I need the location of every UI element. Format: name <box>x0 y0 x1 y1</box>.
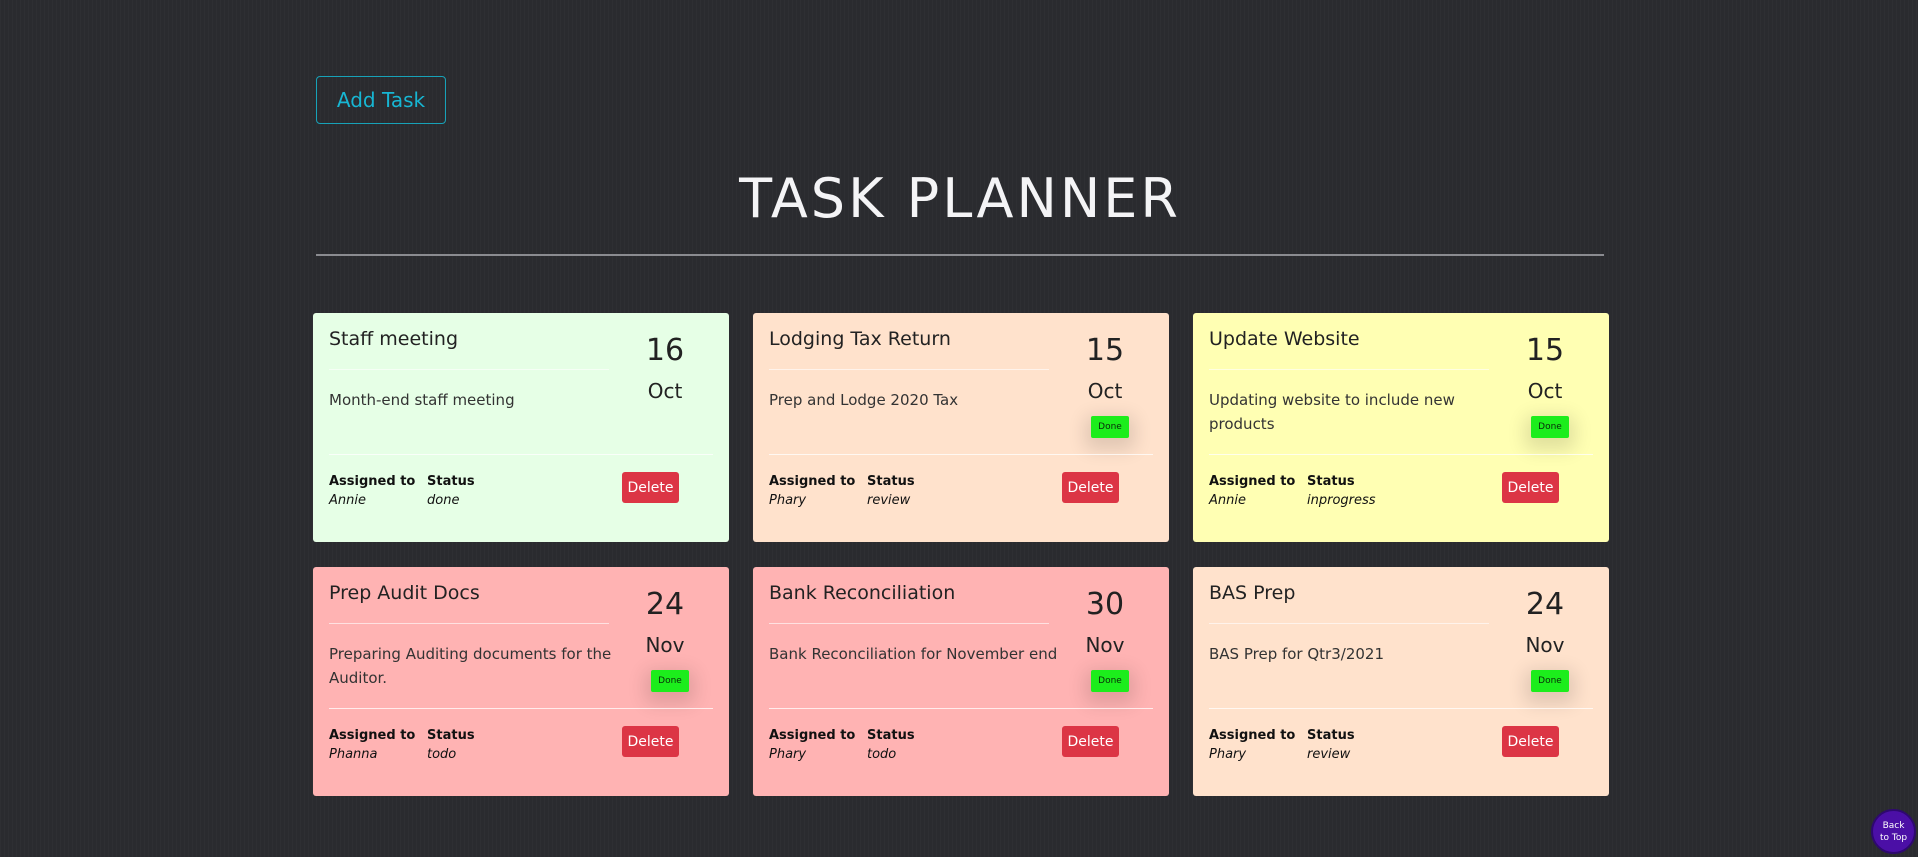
done-button[interactable]: Done <box>1531 670 1569 692</box>
assigned-to-label: Assigned to <box>769 728 856 743</box>
due-date: 15 Oct <box>1073 331 1137 406</box>
task-description: Month-end staff meeting <box>329 391 515 409</box>
task-card-bas-prep: BAS Prep BAS Prep for Qtr3/2021 24 Nov D… <box>1193 567 1609 796</box>
task-card-staff-meeting: Staff meeting Month-end staff meeting 16… <box>313 313 729 542</box>
status-value: todo <box>867 747 897 762</box>
due-date: 24 Nov <box>1513 585 1577 660</box>
back-to-top-line1: Back <box>1882 820 1905 831</box>
task-title: Update Website <box>1209 328 1360 350</box>
status-value: review <box>867 493 911 508</box>
assigned-to-label: Assigned to <box>1209 728 1296 743</box>
due-month: Nov <box>1525 633 1565 657</box>
task-description: Updating website to include new products <box>1209 391 1455 433</box>
delete-button[interactable]: Delete <box>1502 472 1559 503</box>
task-description: BAS Prep for Qtr3/2021 <box>1209 645 1384 663</box>
due-day: 24 <box>1525 587 1565 622</box>
task-title: Staff meeting <box>329 328 459 350</box>
done-button[interactable]: Done <box>651 670 689 692</box>
back-to-top-button[interactable]: Back to Top <box>1871 809 1916 854</box>
card-divider <box>769 454 1153 455</box>
due-day: 24 <box>645 587 685 622</box>
assignee-value: Annie <box>1209 493 1246 508</box>
done-button[interactable]: Done <box>1531 416 1569 438</box>
status-value: todo <box>427 747 457 762</box>
due-month: Nov <box>645 633 685 657</box>
title-divider <box>316 254 1604 256</box>
due-day: 15 <box>1085 333 1125 368</box>
delete-button[interactable]: Delete <box>1062 726 1119 757</box>
task-description: Prep and Lodge 2020 Tax <box>769 391 959 409</box>
status-label: Status <box>427 474 475 489</box>
due-day: 15 <box>1525 333 1565 368</box>
add-task-button[interactable]: Add Task <box>316 76 446 124</box>
due-date: 16 Oct <box>633 331 697 406</box>
due-date: 24 Nov <box>633 585 697 660</box>
title-rule <box>769 623 1049 624</box>
delete-button[interactable]: Delete <box>622 472 679 503</box>
page-title: TASK PLANNER <box>739 167 1181 230</box>
title-rule <box>1209 623 1489 624</box>
status-label: Status <box>867 474 915 489</box>
status-value: inprogress <box>1307 493 1376 508</box>
due-day: 30 <box>1085 587 1125 622</box>
delete-button[interactable]: Delete <box>1502 726 1559 757</box>
status-value: done <box>427 493 460 508</box>
task-title: Lodging Tax Return <box>769 328 951 350</box>
back-to-top-label: Back to Top <box>1880 820 1907 844</box>
assigned-to-label: Assigned to <box>329 728 416 743</box>
assigned-to-label: Assigned to <box>1209 474 1296 489</box>
assignee-value: Phanna <box>329 747 378 762</box>
title-rule <box>769 369 1049 370</box>
status-label: Status <box>867 728 915 743</box>
assignee-value: Phary <box>1209 747 1247 762</box>
done-button[interactable]: Done <box>1091 416 1129 438</box>
card-divider <box>1209 454 1593 455</box>
due-date: 15 Oct <box>1513 331 1577 406</box>
due-month: Oct <box>647 379 683 403</box>
back-to-top-line2: to Top <box>1879 832 1908 843</box>
title-rule <box>1209 369 1489 370</box>
assigned-to-label: Assigned to <box>329 474 416 489</box>
task-card-update-website: Update Website Updating website to inclu… <box>1193 313 1609 542</box>
task-card-bank-reconciliation: Bank Reconciliation Bank Reconciliation … <box>753 567 1169 796</box>
assignee-value: Annie <box>329 493 366 508</box>
task-title: Bank Reconciliation <box>769 582 956 604</box>
status-label: Status <box>1307 474 1355 489</box>
card-divider <box>329 454 713 455</box>
task-card-prep-audit-docs: Prep Audit Docs Preparing Auditing docum… <box>313 567 729 796</box>
assignee-value: Phary <box>769 493 807 508</box>
task-description: Bank Reconciliation for November end <box>769 645 1058 663</box>
status-label: Status <box>427 728 475 743</box>
due-month: Nov <box>1085 633 1125 657</box>
task-title: Prep Audit Docs <box>329 582 480 604</box>
title-rule <box>329 369 609 370</box>
due-month: Oct <box>1087 379 1123 403</box>
status-value: review <box>1307 747 1351 762</box>
card-divider <box>1209 708 1593 709</box>
card-divider <box>329 708 713 709</box>
task-card-lodging-tax-return: Lodging Tax Return Prep and Lodge 2020 T… <box>753 313 1169 542</box>
done-button[interactable]: Done <box>1091 670 1129 692</box>
assigned-to-label: Assigned to <box>769 474 856 489</box>
due-day: 16 <box>645 333 685 368</box>
delete-button[interactable]: Delete <box>1062 472 1119 503</box>
due-date: 30 Nov <box>1073 585 1137 660</box>
title-rule <box>329 623 609 624</box>
task-title: BAS Prep <box>1209 582 1296 604</box>
card-divider <box>769 708 1153 709</box>
assignee-value: Phary <box>769 747 807 762</box>
status-label: Status <box>1307 728 1355 743</box>
task-description: Preparing Auditing documents for the Aud… <box>329 645 612 687</box>
due-month: Oct <box>1527 379 1563 403</box>
delete-button[interactable]: Delete <box>622 726 679 757</box>
